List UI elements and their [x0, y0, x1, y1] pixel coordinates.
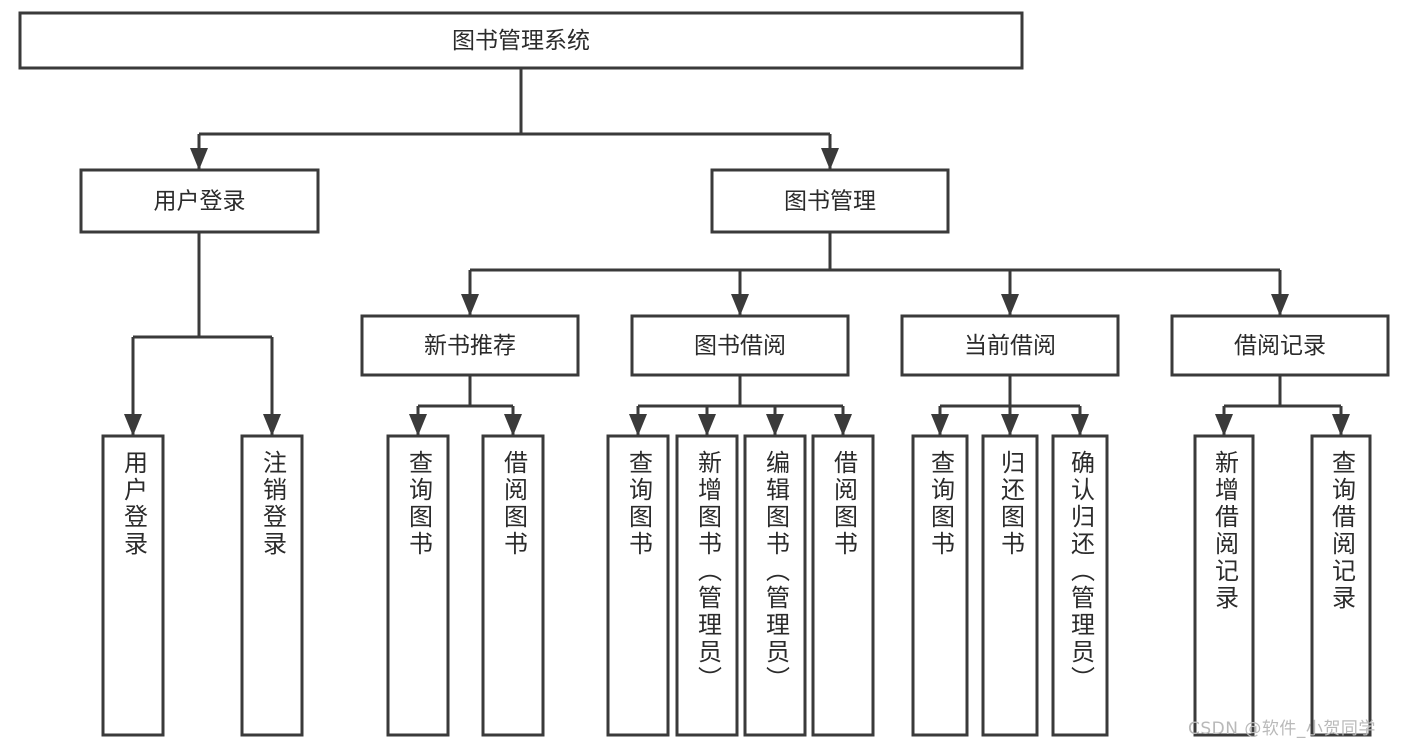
connector-layer	[124, 68, 1350, 436]
node-label-book-borrow: 图书借阅	[694, 333, 786, 359]
node-label-user-login: 用户登录	[154, 189, 246, 215]
arrow-head-icon-borrow-record	[1271, 294, 1289, 316]
node-box-new-book-recommend[interactable]	[360, 314, 580, 377]
node-box-leaf-edit-book-admin[interactable]	[743, 434, 807, 737]
node-box-leaf-logout-login[interactable]	[240, 434, 304, 737]
arrow-head-icon-leaf-query-book-current	[931, 414, 949, 436]
arrow-head-icon-current-borrow	[1001, 294, 1019, 316]
node-box-leaf-return-book[interactable]	[981, 434, 1039, 737]
arrow-head-icon-leaf-logout-login	[263, 414, 281, 436]
node-box-leaf-query-borrow-record[interactable]	[1310, 434, 1372, 737]
watermark-label: CSDN @软件_小贺同学	[1188, 719, 1376, 739]
node-label-new-book-recommend: 新书推荐	[424, 333, 516, 359]
node-box-current-borrow[interactable]	[900, 314, 1120, 377]
node-box-book-management[interactable]	[710, 168, 950, 234]
arrow-head-icon-leaf-query-book-borrow	[629, 414, 647, 436]
arrow-head-icon-leaf-add-borrow-record	[1215, 414, 1233, 436]
node-label-borrow-record: 借阅记录	[1234, 333, 1326, 359]
arrow-head-icon-leaf-borrow-book	[834, 414, 852, 436]
node-box-leaf-query-book-current[interactable]	[911, 434, 969, 737]
arrow-head-icon-leaf-query-book-recommend	[409, 414, 427, 436]
arrow-head-icon-leaf-borrow-book-recommend	[504, 414, 522, 436]
arrow-head-icon-new-book-recommend	[461, 294, 479, 316]
arrow-head-icon-leaf-return-book	[1001, 414, 1019, 436]
arrow-head-icon-leaf-user-login	[124, 414, 142, 436]
node-box-leaf-query-book-borrow[interactable]	[606, 434, 670, 737]
node-box-user-login[interactable]	[79, 168, 320, 234]
node-box-leaf-confirm-return-admin[interactable]	[1051, 434, 1109, 737]
arrow-head-icon-leaf-query-borrow-record	[1332, 414, 1350, 436]
node-box-book-borrow[interactable]	[630, 314, 850, 377]
node-box-leaf-user-login[interactable]	[101, 434, 165, 737]
arrow-head-icon-leaf-add-book-admin	[698, 414, 716, 436]
node-box-leaf-query-book-recommend[interactable]	[386, 434, 450, 737]
node-box-leaf-borrow-book-recommend[interactable]	[481, 434, 545, 737]
node-label-current-borrow: 当前借阅	[964, 333, 1056, 359]
arrow-head-icon-leaf-confirm-return-admin	[1071, 414, 1089, 436]
node-label-root: 图书管理系统	[452, 28, 590, 54]
arrow-head-icon-book-management	[821, 148, 839, 170]
node-label-book-management: 图书管理	[784, 189, 876, 215]
arrow-head-icon-leaf-edit-book-admin	[766, 414, 784, 436]
node-box-borrow-record[interactable]	[1170, 314, 1390, 377]
node-box-layer	[18, 11, 1390, 737]
node-box-leaf-borrow-book[interactable]	[811, 434, 875, 737]
arrow-head-icon-book-borrow	[731, 294, 749, 316]
node-box-leaf-add-borrow-record[interactable]	[1193, 434, 1255, 737]
node-box-leaf-add-book-admin[interactable]	[675, 434, 739, 737]
arrow-head-icon-user-login	[190, 148, 208, 170]
node-box-root[interactable]	[18, 11, 1024, 70]
